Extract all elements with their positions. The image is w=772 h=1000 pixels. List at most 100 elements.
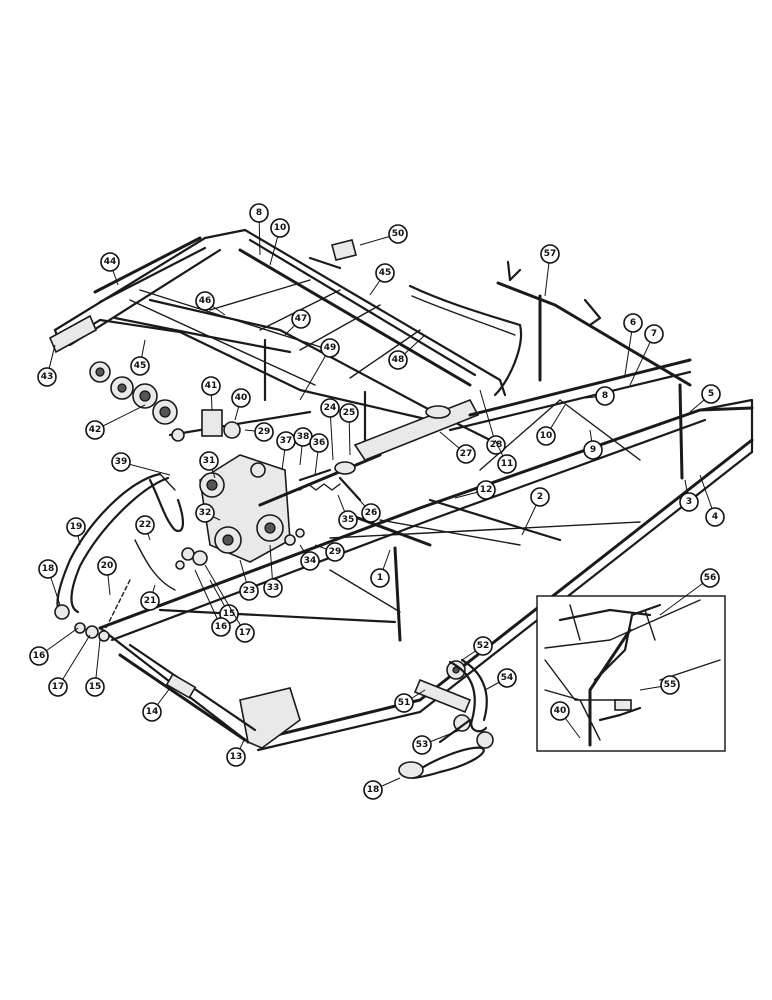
callout-number: 16 bbox=[33, 651, 46, 661]
callout-22: 22 bbox=[135, 515, 155, 541]
callout-bubble bbox=[540, 244, 560, 264]
callout-bubble bbox=[270, 218, 290, 238]
callout-bubble bbox=[111, 452, 131, 472]
callout-20: 20 bbox=[97, 556, 117, 596]
callout-bubble bbox=[660, 675, 680, 695]
callout-number: 15 bbox=[223, 609, 236, 619]
callout-bubble bbox=[48, 677, 68, 697]
callout-number: 12 bbox=[480, 485, 493, 495]
callout-number: 5 bbox=[708, 389, 714, 399]
callout-leader-line bbox=[204, 564, 246, 634]
callout-45: 45 bbox=[130, 339, 150, 376]
callout-bubble bbox=[361, 503, 381, 523]
callout-number: 18 bbox=[42, 564, 55, 574]
main-frame bbox=[98, 260, 754, 752]
callout-number: 24 bbox=[324, 403, 337, 413]
callout-bubble bbox=[195, 503, 215, 523]
callout-number: 10 bbox=[540, 431, 553, 441]
callout-34: 34 bbox=[299, 544, 320, 571]
callout-49: 49 bbox=[299, 338, 340, 401]
callout-53: 53 bbox=[412, 729, 461, 755]
callout-3: 3 bbox=[679, 479, 699, 512]
callout-number: 1 bbox=[377, 573, 383, 583]
callout-number: 45 bbox=[134, 361, 147, 371]
callout-bubble bbox=[135, 515, 155, 535]
callout-6: 6 bbox=[623, 313, 643, 376]
callout-bubble bbox=[254, 422, 274, 442]
callout-number: 40 bbox=[235, 393, 248, 403]
callout-number: 53 bbox=[416, 740, 429, 750]
callout-bubble bbox=[339, 403, 359, 423]
callout-10: 10 bbox=[269, 218, 290, 266]
callout-23: 23 bbox=[239, 559, 259, 601]
callout-bubble bbox=[263, 578, 283, 598]
callout-bubble bbox=[249, 203, 269, 223]
callout-18: 18 bbox=[38, 559, 61, 606]
callout-number: 15 bbox=[89, 682, 102, 692]
callout-number: 28 bbox=[490, 440, 503, 450]
callout-45: 45 bbox=[369, 263, 395, 296]
callout-leader-line bbox=[57, 634, 91, 688]
callout-bubble bbox=[536, 426, 556, 446]
callout-number: 52 bbox=[477, 641, 490, 651]
callout-40: 40 bbox=[550, 701, 581, 739]
callout-44: 44 bbox=[100, 252, 120, 286]
callout-number: 43 bbox=[41, 372, 54, 382]
callout-bubble bbox=[595, 386, 615, 406]
callout-bubble bbox=[476, 480, 496, 500]
callout-bubble bbox=[226, 747, 246, 767]
callout-21: 21 bbox=[140, 584, 160, 611]
callout-17: 17 bbox=[204, 564, 255, 643]
callout-16: 16 bbox=[194, 569, 231, 637]
callout-number: 23 bbox=[243, 586, 256, 596]
callout-number: 19 bbox=[70, 522, 83, 532]
callout-number: 6 bbox=[630, 318, 636, 328]
callout-bubble bbox=[130, 356, 150, 376]
callout-number: 44 bbox=[104, 257, 117, 267]
callout-bubble bbox=[375, 263, 395, 283]
callout-bubble bbox=[29, 646, 49, 666]
belt-tightener-detail bbox=[398, 658, 494, 779]
callout-24: 24 bbox=[320, 398, 340, 461]
callout-36: 36 bbox=[309, 433, 329, 476]
callout-4: 4 bbox=[699, 474, 725, 527]
callout-56: 56 bbox=[659, 568, 720, 616]
callout-bubble bbox=[388, 350, 408, 370]
callout-number: 55 bbox=[664, 680, 677, 690]
callout-29: 29 bbox=[244, 422, 274, 442]
callout-leader-line bbox=[659, 577, 711, 616]
callout-number: 32 bbox=[199, 508, 212, 518]
callout-bubble bbox=[199, 451, 219, 471]
callout-number: 21 bbox=[144, 596, 157, 606]
callout-18: 18 bbox=[363, 777, 401, 800]
callout-33: 33 bbox=[263, 544, 283, 598]
callout-bubble bbox=[705, 507, 725, 527]
callout-leader-line bbox=[194, 569, 222, 628]
callout-number: 10 bbox=[274, 223, 287, 233]
callout-35: 35 bbox=[337, 494, 358, 530]
callout-2: 2 bbox=[521, 487, 550, 536]
callout-bubble bbox=[550, 701, 570, 721]
callout-number: 33 bbox=[267, 583, 280, 593]
callout-number: 45 bbox=[379, 268, 392, 278]
callout-bubble bbox=[700, 568, 720, 588]
callout-bubble bbox=[623, 313, 643, 333]
callout-bubble bbox=[309, 433, 329, 453]
belts bbox=[54, 472, 184, 642]
callout-51: 51 bbox=[394, 689, 426, 713]
upper-conveyor-deck bbox=[48, 228, 692, 461]
callout-bubble bbox=[85, 677, 105, 697]
callout-number: 56 bbox=[704, 573, 717, 583]
callout-7: 7 bbox=[629, 324, 664, 386]
callout-number: 49 bbox=[324, 343, 337, 353]
callout-number: 8 bbox=[256, 208, 262, 218]
callout-bubble bbox=[388, 224, 408, 244]
inset-detail bbox=[536, 595, 726, 752]
callout-number: 4 bbox=[712, 512, 718, 522]
callout-number: 11 bbox=[501, 459, 514, 469]
callout-bubble bbox=[231, 388, 251, 408]
callout-bubble bbox=[195, 291, 215, 311]
callout-bubble bbox=[497, 668, 517, 688]
callout-bubble bbox=[486, 435, 506, 455]
